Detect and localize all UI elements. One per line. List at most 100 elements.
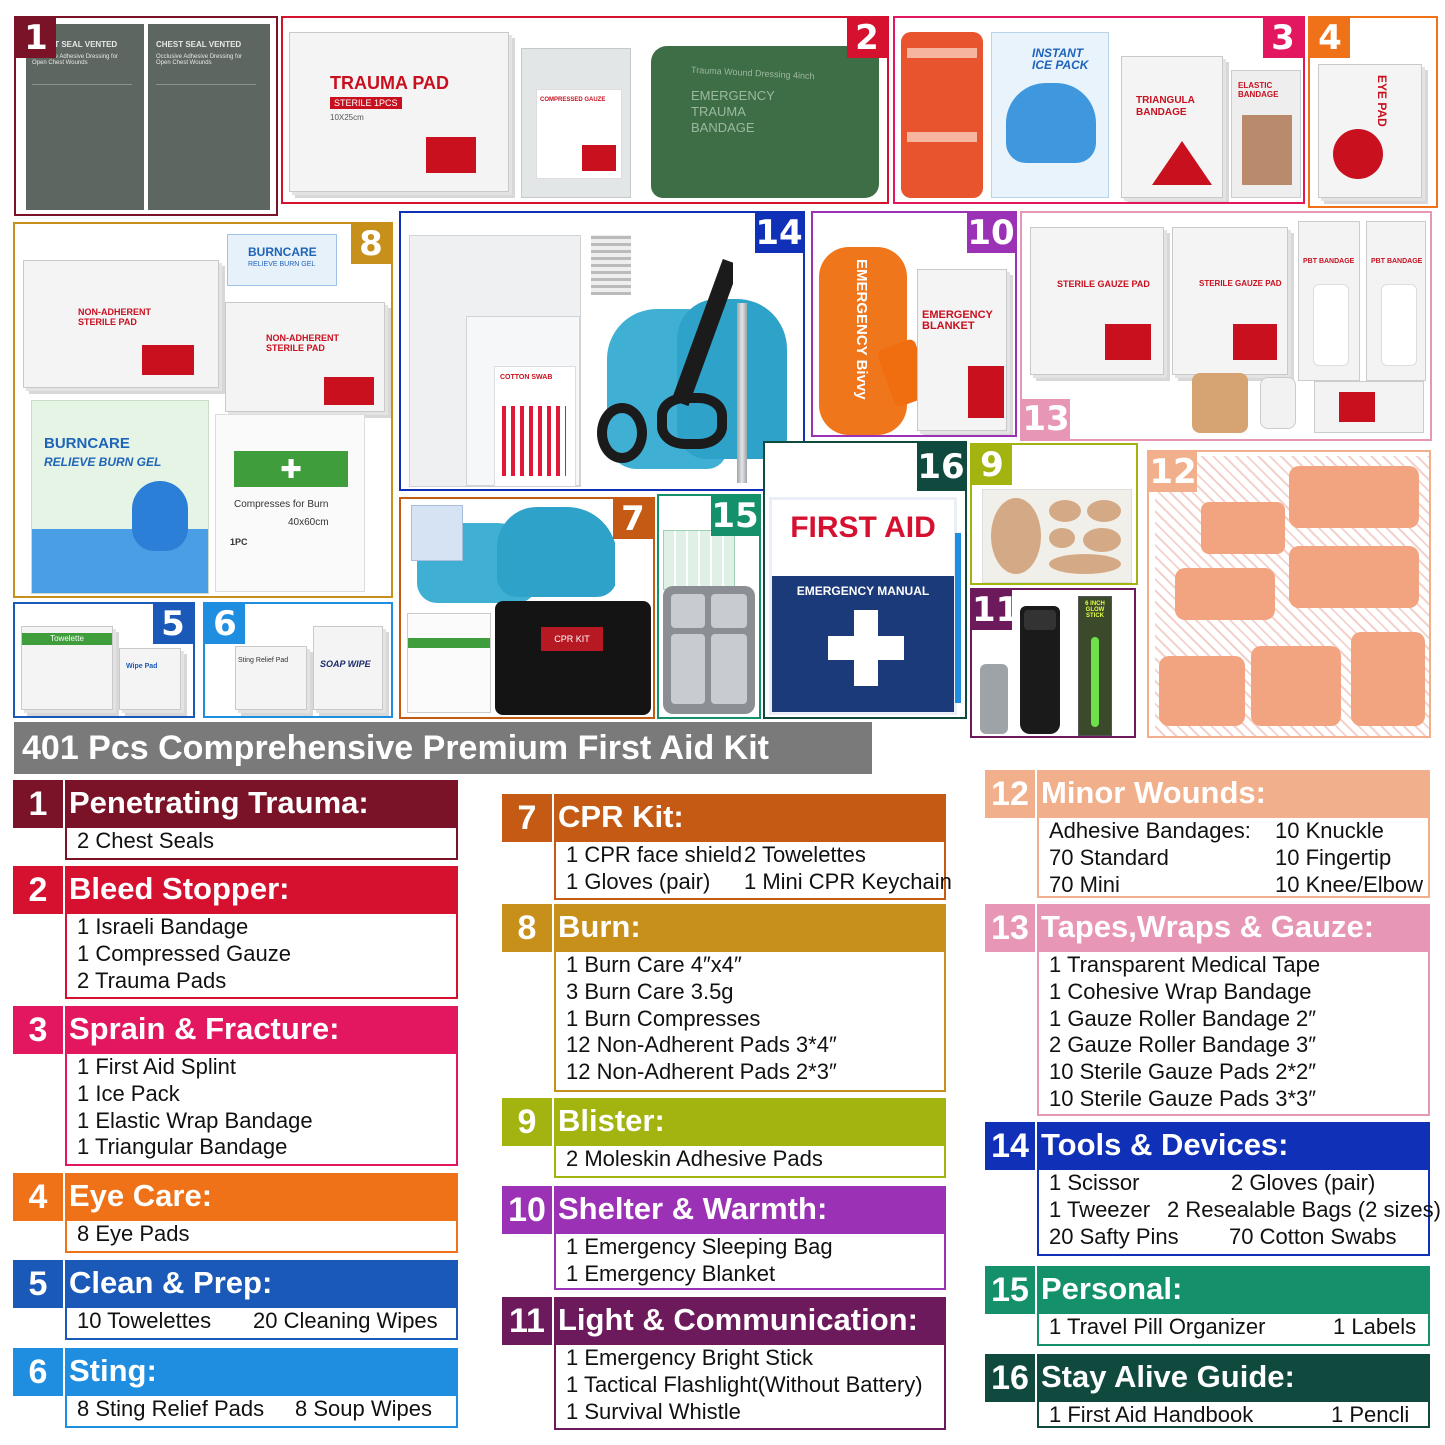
item-text: 10 Towelettes (77, 1308, 212, 1333)
category-number: 9 (502, 1098, 552, 1146)
cross-icon (828, 610, 904, 686)
non-adherent-pad-packet: NON-ADHERENT STERILE PAD (23, 260, 219, 388)
trauma-pad-label: TRAUMA PAD (330, 73, 449, 93)
burn-compress-packet: ✚ Compresses for Burn 40x60cm 1PC (215, 414, 365, 592)
panel-number-badge: 4 (1310, 18, 1350, 58)
moleskin-sheet (982, 489, 1132, 583)
item-row: Adhesive Bandages:10 Knuckle (1049, 818, 1428, 845)
burncare-small-label: BURNCARE (248, 245, 317, 259)
soap-wipe-label: SOAP WIPE (320, 659, 371, 669)
sterile-gauze-label: STERILE GAUZE PAD (1199, 279, 1282, 288)
soap-wipe-packet: SOAP WIPE (313, 626, 383, 710)
panel-number-badge: 16 (917, 443, 965, 491)
category-number: 8 (502, 904, 552, 952)
panel-number-badge: 6 (205, 604, 245, 644)
panel-4-eye-care: EYE PAD 4 (1308, 16, 1438, 208)
category-heading: Sting: (65, 1348, 458, 1396)
item-text: 1 Survival Whistle (566, 1398, 741, 1424)
panel-14-tools: COTTON SWAB 14 (399, 211, 805, 491)
item-text: 12 Non-Adherent Pads 3*4″ (566, 1032, 837, 1058)
category-heading: Eye Care: (65, 1173, 458, 1221)
panel-11-light: 6 INCH GLOW STICK 11 (970, 588, 1136, 738)
panel-1-chest-seals: CHEST SEAL VENTED Occlusive Adhesive Dre… (14, 16, 278, 216)
book-title: FIRST AID (790, 511, 936, 544)
category-heading: Bleed Stopper: (65, 866, 458, 914)
item-row: 12 Non-Adherent Pads 3*4″ (566, 1032, 944, 1059)
panel-number-badge: 10 (967, 213, 1015, 253)
item-row: 1 Emergency Sleeping Bag (566, 1234, 944, 1261)
non-adherent-pad-label: NON-ADHERENT STERILE PAD (266, 333, 339, 353)
adhesive-bandages (1155, 456, 1429, 736)
category-number: 16 (985, 1354, 1035, 1402)
elastic-bandage: ELASTIC BANDAGE (1231, 70, 1301, 198)
item-row: 2 Gauze Roller Bandage 3″ (1049, 1032, 1428, 1059)
compressed-gauze-bag: COMPRESSED GAUZE (521, 48, 631, 198)
panel-number-badge: 7 (613, 499, 653, 539)
glow-stick-label: 6 INCH GLOW STICK (1085, 601, 1105, 619)
plus-icon: ✚ (234, 451, 348, 487)
bivvy-label: EMERGENCY Bivvy (853, 259, 870, 400)
item-row: 3 Burn Care 3.5g (566, 979, 944, 1006)
item-text: 10 Fingertip (1275, 844, 1392, 870)
panel-16-guide: FIRST AID EMERGENCY MANUAL 16 (763, 441, 967, 719)
category-heading: Penetrating Trauma: (65, 780, 458, 828)
chest-seal-label: CHEST SEAL VENTED (32, 40, 118, 49)
panel-5-clean-prep: Towelette Wipe Pad 5 (13, 602, 195, 718)
item-row: 1 Burn Care 4″x4″ (566, 952, 944, 979)
panel-15-personal: 15 (657, 494, 761, 719)
item-row: 1 Transparent Medical Tape (1049, 952, 1428, 979)
category-number: 7 (502, 794, 552, 842)
item-text: 1 Triangular Bandage (77, 1134, 288, 1160)
emergency-blanket-packet: EMERGENCY BLANKET (917, 269, 1007, 431)
category-heading: Blister: (554, 1098, 946, 1146)
item-row: 1 Elastic Wrap Bandage (77, 1108, 456, 1135)
sting-relief-packet: Sting Relief Pad (235, 646, 307, 710)
category-heading: Clean & Prep: (65, 1260, 458, 1308)
emergency-blanket-label: EMERGENCY BLANKET (922, 309, 993, 332)
panel-number-badge: 11 (972, 590, 1020, 630)
item-text: 10 Knuckle (1275, 818, 1384, 843)
item-text: 1 Cohesive Wrap Bandage (1049, 978, 1312, 1004)
item-text: 1 First Aid Handbook (1049, 1402, 1254, 1427)
trauma-pad-packet: TRAUMA PAD STERILE 1PCS 10X25cm (289, 32, 509, 192)
trauma-pad-sterile: STERILE 1PCS (330, 97, 402, 109)
panel-number-badge: 2 (847, 18, 887, 58)
item-text: 2 Chest Seals (77, 828, 214, 853)
cpr-kit-label: CPR KIT (541, 627, 603, 651)
wipe-pad-packet: Wipe Pad (119, 648, 181, 710)
burncare-gel-packet: BURNCARE RELIEVE BURN GEL (31, 400, 209, 594)
item-text: 1 Travel Pill Organizer (1049, 1314, 1266, 1339)
item-text: 8 Sting Relief Pads (77, 1396, 265, 1421)
item-text: 70 Cotton Swabs (1229, 1223, 1397, 1249)
category-number: 13 (985, 904, 1035, 952)
panel-8-burn: NON-ADHERENT STERILE PAD BURNCARE RELIEV… (13, 222, 393, 598)
book-subtitle: EMERGENCY MANUAL (796, 584, 930, 598)
sting-relief-label: Sting Relief Pad (238, 657, 289, 664)
item-row: 1 Compressed Gauze (77, 941, 456, 968)
panel-number-badge: 13 (1022, 399, 1070, 439)
panel-13-tapes-gauze: STERILE GAUZE PAD STERILE GAUZE PAD PBT … (1020, 211, 1432, 441)
item-row: 10 Sterile Gauze Pads 2*2″ (1049, 1059, 1428, 1086)
item-row: 1 Emergency Blanket (566, 1261, 944, 1288)
sterile-gauze-label: STERILE GAUZE PAD (1057, 279, 1150, 289)
item-text: 1 Emergency Blanket (566, 1260, 776, 1286)
item-text: 1 Labels (1333, 1314, 1417, 1339)
